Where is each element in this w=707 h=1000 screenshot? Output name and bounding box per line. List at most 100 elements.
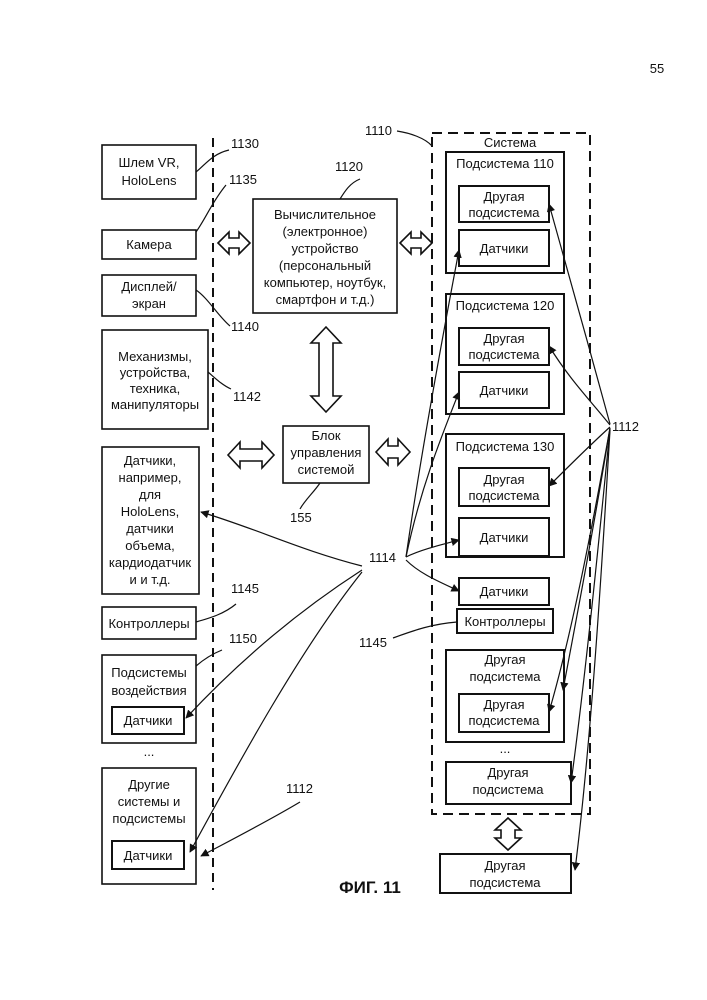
computing-line-2: (электронное) [283,224,368,239]
sub110-other-line-2: подсистема [468,205,540,220]
other-systems-box: Другие системы и подсистемы Датчики [102,768,196,884]
external-other-line-1: Другая [484,858,525,873]
other-systems-line-2: системы и [118,794,180,809]
mechanisms-line-4: манипуляторы [111,397,199,412]
sub110-other-line-1: Другая [483,189,524,204]
system-other-line-2: подсистема [472,782,544,797]
display-line-1: Дисплей/ [121,279,177,294]
leader-155 [300,483,320,509]
computing-line-4: (персональный [279,258,371,273]
nested-other-line-1: Другая [484,652,525,667]
computing-line-5: компьютер, ноутбук, [264,275,386,290]
other-systems-line-3: подсистемы [112,811,185,826]
vr-helmet-line-1: Шлем VR, [119,155,180,170]
sensors-holo-line-1: Датчики, [124,453,176,468]
sub120-other-line-2: подсистема [468,347,540,362]
sensors-holo-line-5: датчики [126,521,173,536]
control-unit-line-3: системой [298,462,355,477]
sensors-holo-line-8: и и т.д. [129,572,170,587]
mechanisms-box: Механизмы, устройства, техника, манипуля… [102,330,208,429]
impact-subsystems-box: Подсистемы воздействия Датчики [102,655,196,743]
computing-line-6: смартфон и т.д.) [276,292,375,307]
leader-1142 [208,372,231,389]
sub110-sensors-label: Датчики [480,241,529,256]
left-ellipsis: ... [144,744,155,759]
left-controllers-label: Контроллеры [108,616,189,631]
subsystem-120-box: Подсистема 120 Другая подсистема Датчики [446,294,564,414]
leader-1145-right [393,622,457,638]
mechanisms-line-1: Механизмы, [118,349,192,364]
impact-subsystems-line-1: Подсистемы [111,665,186,680]
leader-1110 [397,131,432,146]
subsystem-110-box: Подсистема 110 Другая подсистема Датчики [446,152,564,273]
control-unit-box: Блок управления системой [283,426,369,483]
nested-inner-other-line-2: подсистема [468,713,540,728]
figure-caption: ФИГ. 11 [339,878,401,897]
sub120-other-line-1: Другая [483,331,524,346]
system-title: Система [484,135,537,150]
double-arrow-left-control [228,442,274,468]
subsystem-130-box: Подсистема 130 Другая подсистема Датчики [446,434,564,557]
sensors-holo-line-6: объема, [125,538,174,553]
system-sensors-box: Датчики [459,578,549,605]
vr-helmet-box: Шлем VR, HoloLens [102,145,196,199]
nested-other-subsystem-box: Другая подсистема Другая подсистема [446,650,564,742]
ref-1112-right: 1112 [612,419,639,434]
leader-1120 [340,179,360,199]
impact-sensors-label: Датчики [124,713,173,728]
leader-1135 [196,185,226,232]
ref-1114: 1114 [369,550,396,565]
sub130-other-line-2: подсистема [468,488,540,503]
leader-1145-left [196,604,236,622]
display-box: Дисплей/ экран [102,275,196,316]
double-arrow-control-system [376,439,410,465]
ref-155: 155 [290,510,312,525]
system-controllers-label: Контроллеры [464,614,545,629]
sensors-holo-line-3: для [139,487,161,502]
subsystem-130-title: Подсистема 130 [456,439,555,454]
double-arrow-computing-system [400,232,432,254]
ref-1112-left: 1112 [286,781,313,796]
control-unit-line-2: управления [291,445,362,460]
sub130-sensors-label: Датчики [480,530,529,545]
sensors-holo-line-4: HoloLens, [121,504,180,519]
nested-inner-other-line-1: Другая [483,697,524,712]
ref-1130: 1130 [231,136,259,151]
sensors-holo-box: Датчики, например, для HoloLens, датчики… [102,447,199,594]
sensors-holo-line-2: например, [119,470,182,485]
computing-line-3: устройство [292,241,359,256]
arrow-1112-left [201,802,300,856]
system-sensors-label: Датчики [480,584,529,599]
computing-line-1: Вычислительное [274,207,376,222]
ref-1142: 1142 [233,389,261,404]
vr-helmet-line-2: HoloLens [122,173,177,188]
ref-1140: 1140 [231,319,259,334]
left-controllers-box: Контроллеры [102,607,196,639]
ref-1135: 1135 [229,172,257,187]
ref-1110: 1110 [365,123,392,138]
subsystem-110-title: Подсистема 110 [456,156,554,171]
mechanisms-line-2: устройства, [120,365,191,380]
control-unit-line-1: Блок [311,428,340,443]
other-sensors-label: Датчики [124,848,173,863]
external-other-line-2: подсистема [469,875,541,890]
page-number: 55 [650,61,664,76]
subsystem-120-title: Подсистема 120 [456,298,555,313]
sub120-sensors-label: Датчики [480,383,529,398]
system-other-subsystem-box: Другая подсистема [446,762,571,804]
ref-1120: 1120 [335,159,363,174]
external-other-subsystem-box: Другая подсистема [440,854,571,893]
system-ellipsis: ... [500,741,511,756]
ref-1145-left: 1145 [231,581,259,596]
leader-1150 [196,650,222,666]
nested-other-line-2: подсистема [469,669,541,684]
sensors-holo-line-7: кардиодатчик [109,555,191,570]
double-arrow-left-computing [218,232,250,254]
double-arrow-system-external [495,818,521,850]
ref-1150: 1150 [229,631,257,646]
system-controllers-box: Контроллеры [457,609,553,633]
mechanisms-line-3: техника, [130,381,181,396]
other-systems-line-1: Другие [128,777,170,792]
sub130-other-line-1: Другая [483,472,524,487]
